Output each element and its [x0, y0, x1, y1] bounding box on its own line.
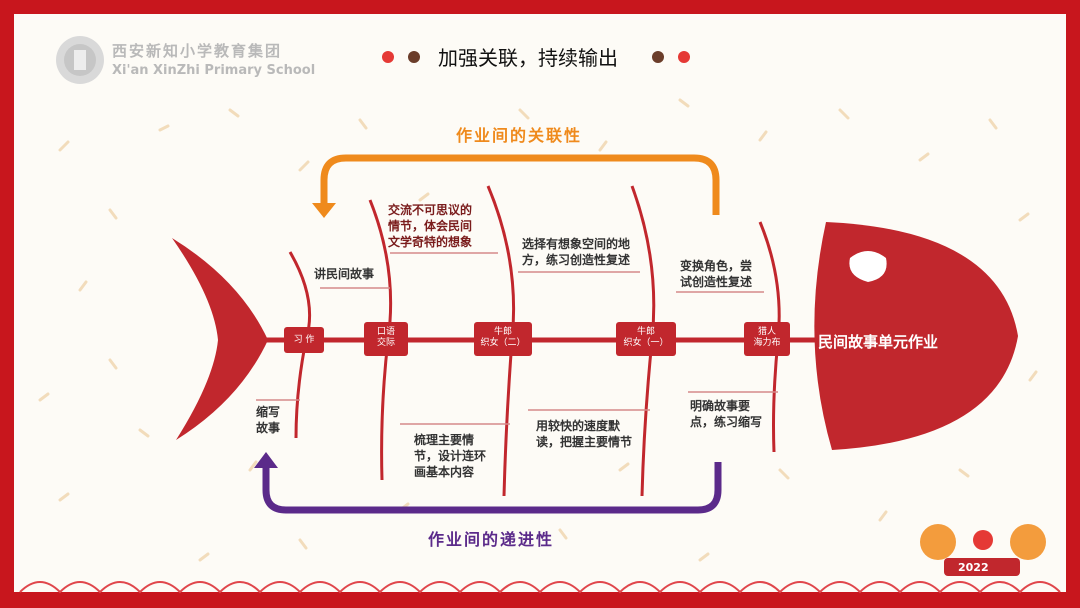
title-dot-red-left [382, 51, 394, 63]
bottom-wave-pattern [19, 581, 1061, 594]
label-line: 交流不可思议的 [388, 203, 473, 217]
label-line: 画基本内容 [414, 465, 475, 479]
spine-node-label: 织女（二） [480, 338, 526, 348]
progression-arrow-label: 作业间的递进性 [428, 530, 555, 549]
progression-arrow-line [262, 462, 722, 514]
label-line: 选择有想象空间的地 [522, 237, 631, 251]
label-line: 变换角色，尝 [680, 259, 753, 273]
label-line: 梳理主要情 [414, 433, 475, 447]
spine-node-label: 牛郎 [493, 327, 512, 337]
spine-node-label: 口语 [376, 327, 395, 337]
page-title: 加强关联，持续输出 [438, 46, 618, 70]
label-line: 方，练习创造性复述 [522, 253, 631, 267]
relation-arrow-label: 作业间的关联性 [456, 126, 583, 145]
relation-arrow-line [320, 154, 720, 215]
label-line: 用较快的速度默 [536, 419, 621, 433]
spine-node-cowherd-1: 牛郎 织女（一） [616, 327, 676, 349]
school-logo-text: 西安新知小学教育集团 Xi'an XinZhi Primary School [112, 40, 315, 78]
top-label-1: 讲民间故事 [314, 266, 374, 282]
title-dot-red-right [678, 51, 690, 63]
spine-node-label: 习 作 [293, 335, 315, 345]
school-name-cn: 西安新知小学教育集团 [112, 42, 283, 60]
spine-node-label: 海力布 [753, 338, 781, 348]
top-label-2: 交流不可思议的 情节，体会民间 文学奇特的想象 [388, 202, 472, 250]
label-line: 文学奇特的想象 [388, 235, 473, 249]
spine-node-hunter: 猎人 海力布 [744, 327, 790, 349]
fish-eye [849, 251, 887, 282]
title-dot-brown-right [652, 51, 664, 63]
fish-tail [172, 238, 268, 440]
top-label-3: 选择有想象空间的地 方，练习创造性复述 [522, 236, 630, 268]
spine-node-cowherd-2: 牛郎 织女（二） [474, 327, 532, 349]
bottom-label-3: 用较快的速度默 读，把握主要情节 [536, 418, 632, 450]
spine-node-oral: 口语 交际 [364, 327, 408, 349]
badge-year: 2022 [958, 561, 989, 574]
spine-node-label: 交际 [376, 338, 395, 348]
school-name-en: Xi'an XinZhi Primary School [112, 63, 316, 78]
bottom-label-2: 梳理主要情 节，设计连环 画基本内容 [414, 432, 486, 480]
relation-arrow-head [312, 203, 336, 218]
label-line: 试创造性复述 [680, 275, 753, 289]
top-label-4: 变换角色，尝 试创造性复述 [680, 258, 752, 290]
school-logo-emblem [56, 36, 104, 84]
label-line: 明确故事要 [690, 399, 751, 413]
label-line: 点，练习缩写 [690, 415, 763, 429]
title-dot-brown-left [408, 51, 420, 63]
label-line: 节，设计连环 [414, 449, 487, 463]
tiger-new-year-badge [920, 524, 1046, 576]
progression-arrow-head [254, 452, 278, 468]
label-line: 讲民间故事 [314, 267, 375, 281]
fish-head-title: 民间故事单元作业 [818, 333, 939, 351]
bottom-label-4: 明确故事要 点，练习缩写 [690, 398, 762, 430]
label-line: 故事 [256, 421, 281, 435]
label-underlines [256, 252, 778, 425]
bottom-label-1: 缩写 故事 [256, 404, 280, 436]
spine-node-label: 猎人 [757, 327, 776, 337]
spine-node-writing: 习 作 [284, 335, 324, 346]
spine-node-label: 牛郎 [636, 327, 655, 337]
label-line: 读，把握主要情节 [536, 435, 633, 449]
label-line: 情节，体会民间 [388, 219, 473, 233]
spine-node-boxes [284, 322, 790, 356]
spine-node-label: 织女（一） [623, 338, 669, 348]
label-line: 缩写 [256, 405, 281, 419]
